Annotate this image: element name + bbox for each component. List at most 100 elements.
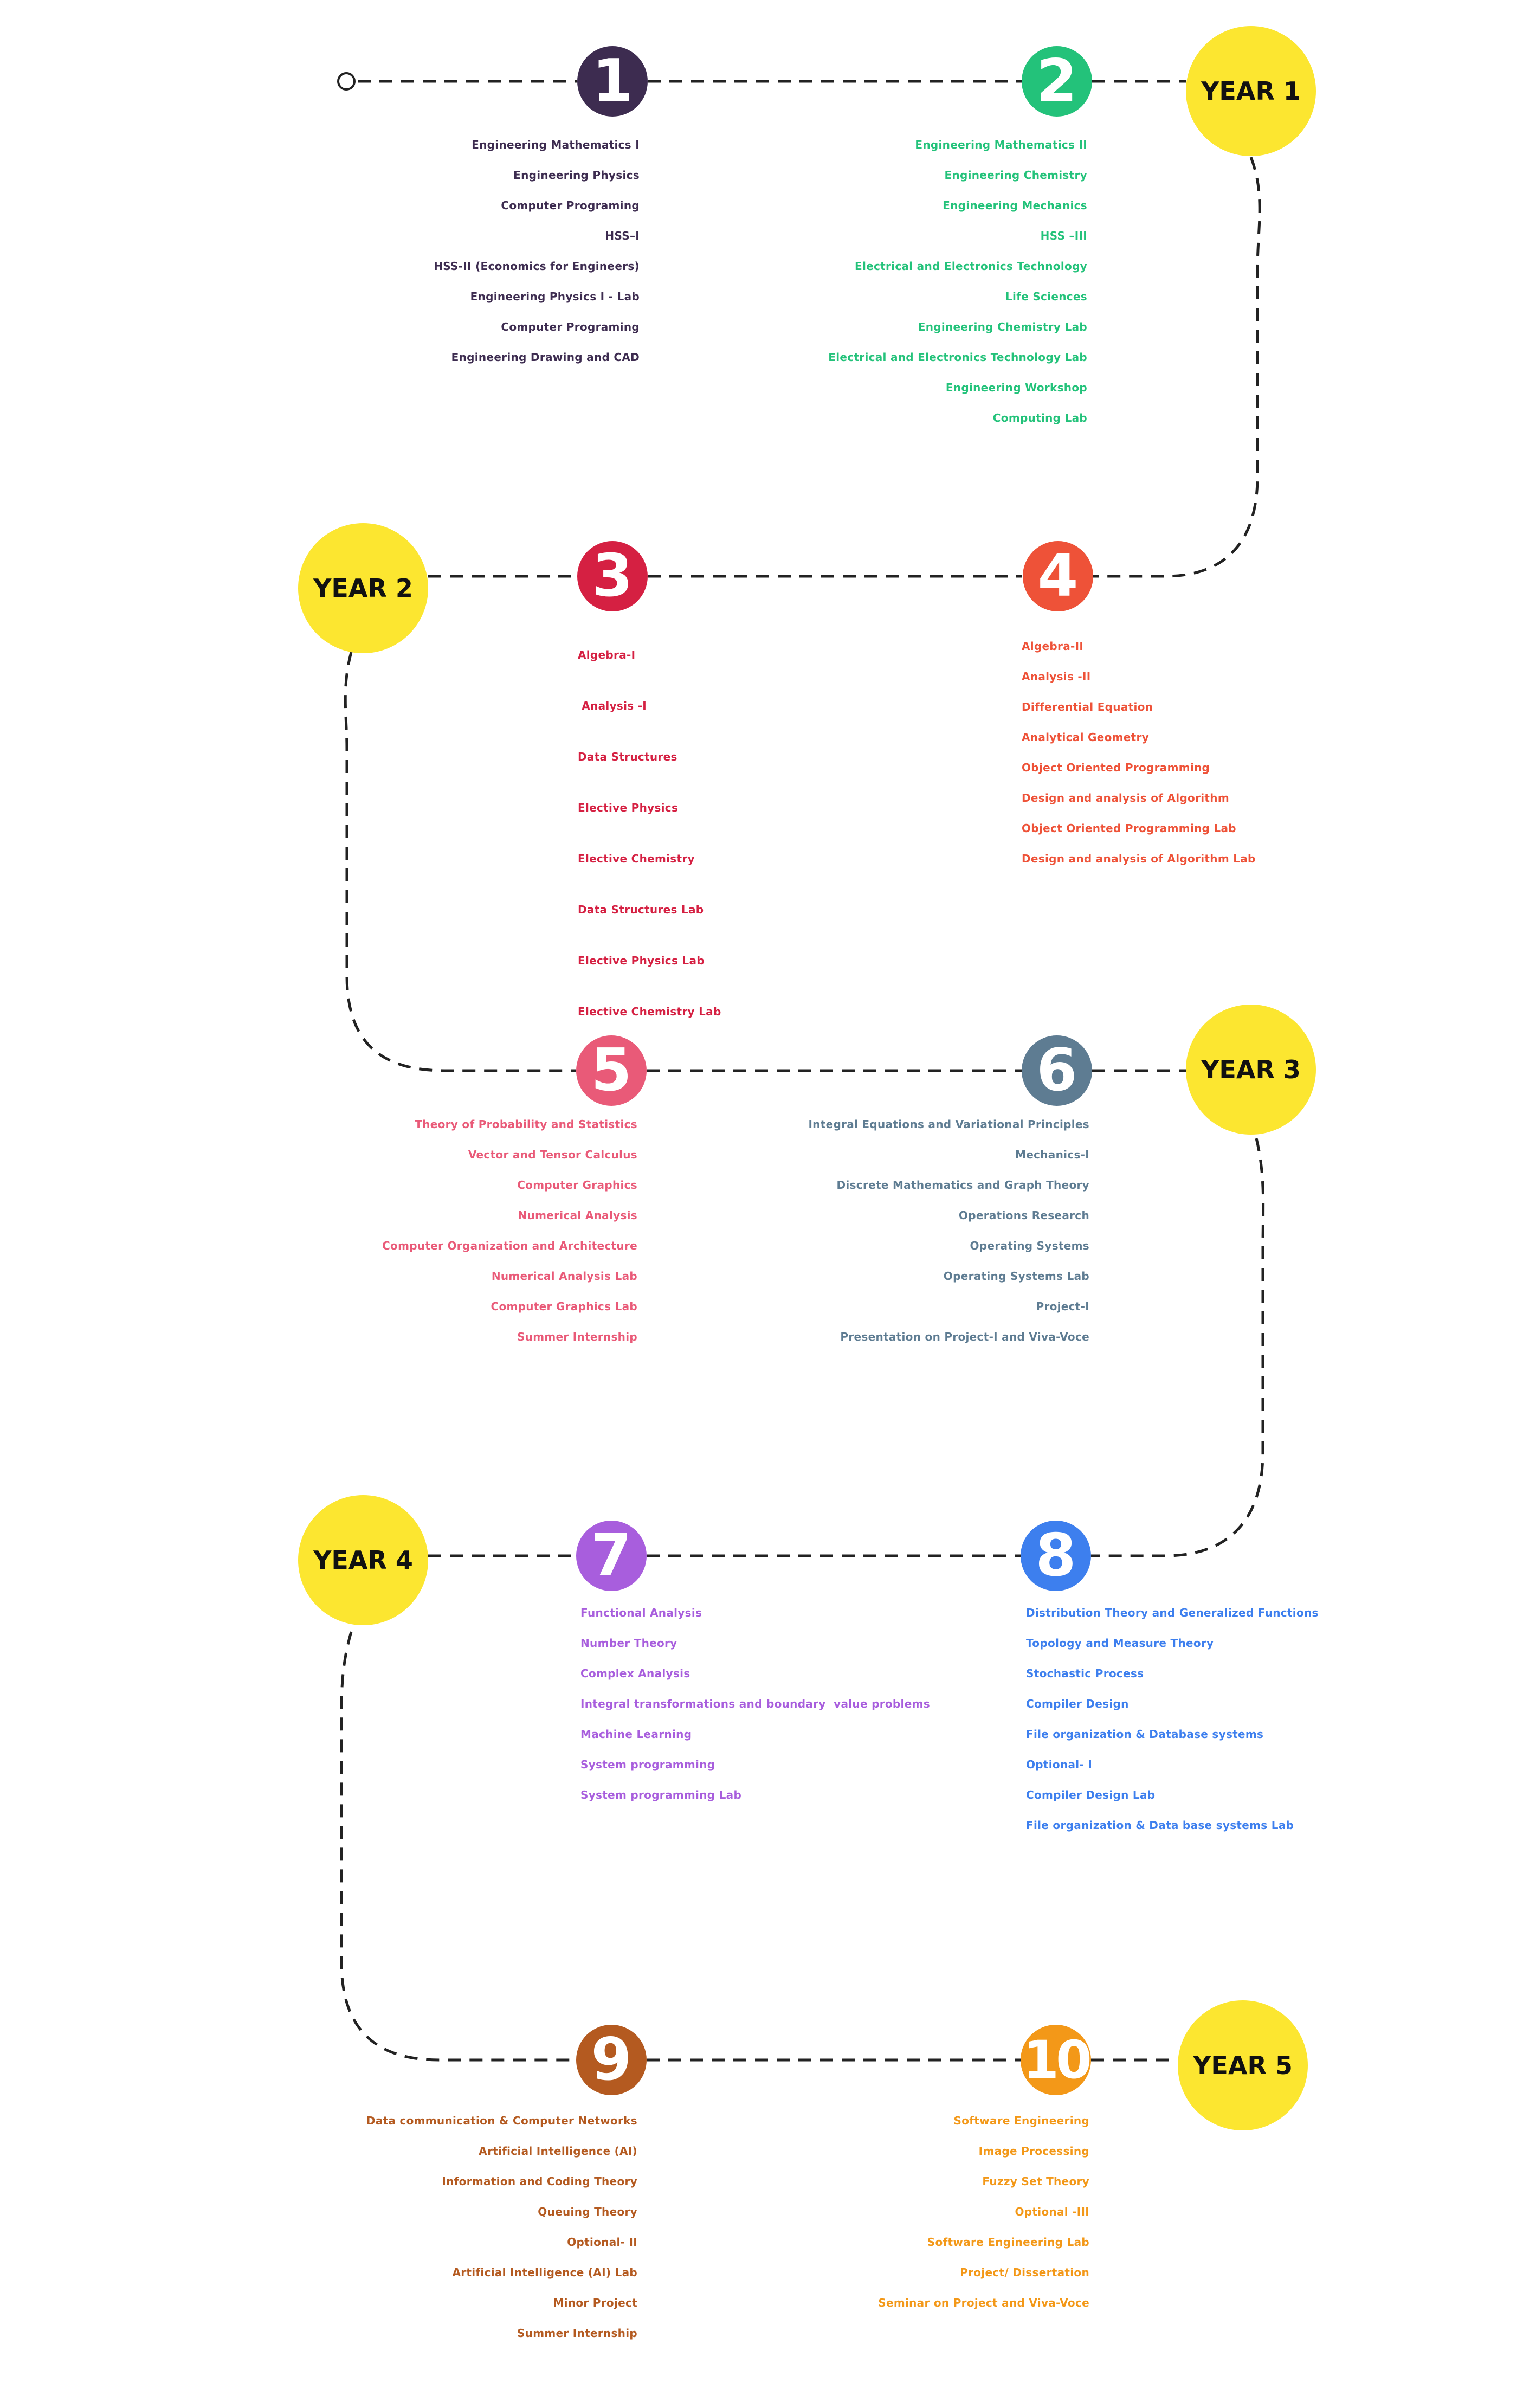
semester-8-subjects: Distribution Theory and Generalized Func… [1026, 1598, 1319, 1840]
subject: Life Sciences [1005, 290, 1087, 303]
subject: Number Theory [580, 1637, 677, 1650]
subject: Software Engineering Lab [927, 2236, 1089, 2249]
subject: Stochastic Process [1026, 1667, 1144, 1680]
subject: Design and analysis of Algorithm Lab [1022, 852, 1256, 865]
semester-4-subjects: Algebra-II Analysis -II Differential Equ… [1022, 631, 1256, 874]
subject: Elective Physics [578, 801, 679, 814]
subject: Computer Graphics [517, 1179, 637, 1192]
subject: File organization & Data base systems La… [1026, 1819, 1294, 1832]
subject: Information and Coding Theory [442, 2175, 637, 2188]
semester-2-badge: 2 [1022, 46, 1092, 117]
subject: Engineering Physics I - Lab [470, 290, 640, 303]
semester-5-subjects: Theory of Probability and Statistics Vec… [382, 1109, 637, 1352]
subject: Software Engineering [953, 2114, 1089, 2127]
subject: Numerical Analysis Lab [491, 1270, 637, 1283]
subject: Data communication & Computer Networks [366, 2114, 637, 2127]
semester-10-badge: 10 [1021, 2025, 1092, 2095]
subject: Algebra-I [578, 648, 636, 661]
subject: Integral transformations and boundary va… [580, 1697, 930, 1710]
subject: Project-I [1036, 1300, 1089, 1313]
subject: Integral Equations and Variational Princ… [808, 1118, 1089, 1131]
semester-3-subjects: Algebra-I Analysis -I Data Structures El… [578, 619, 721, 1037]
subject: Engineering Physics [513, 169, 640, 182]
subject: Operating Systems [970, 1239, 1089, 1252]
subject: Computer Programing [501, 320, 640, 333]
subject: Compiler Design Lab [1026, 1788, 1156, 1801]
subject: Artificial Intelligence (AI) Lab [452, 2266, 637, 2279]
subject: Vector and Tensor Calculus [468, 1148, 637, 1161]
semester-7-subjects: Functional Analysis Number Theory Comple… [580, 1598, 930, 1810]
subject: File organization & Database systems [1026, 1728, 1264, 1741]
subject: Optional- I [1026, 1758, 1093, 1771]
subject: Differential Equation [1022, 700, 1153, 713]
subject: Distribution Theory and Generalized Func… [1026, 1606, 1319, 1619]
subject: Engineering Chemistry [944, 169, 1087, 182]
subject: Computer Organization and Architecture [382, 1239, 637, 1252]
semester-9-subjects: Data communication & Computer Networks A… [366, 2106, 637, 2348]
subject: Artificial Intelligence (AI) [479, 2145, 637, 2158]
subject: Design and analysis of Algorithm [1022, 791, 1229, 804]
subject: HSS–I [605, 229, 640, 242]
subject: Compiler Design [1026, 1697, 1129, 1710]
subject: Topology and Measure Theory [1026, 1637, 1214, 1650]
subject: Data Structures [578, 750, 677, 763]
semester-6-badge: 6 [1022, 1035, 1092, 1106]
subject: Theory of Probability and Statistics [415, 1118, 637, 1131]
subject: Algebra-II [1022, 640, 1084, 653]
subject: Data Structures Lab [578, 903, 704, 916]
start-dot [337, 72, 356, 91]
subject: Elective Physics Lab [578, 954, 705, 967]
subject: Electrical and Electronics Technology La… [828, 351, 1087, 364]
semester-4-badge: 4 [1023, 541, 1093, 611]
subject: Complex Analysis [580, 1667, 690, 1680]
semester-2-subjects: Engineering Mathematics II Engineering C… [828, 130, 1087, 433]
subject: Discrete Mathematics and Graph Theory [836, 1179, 1089, 1192]
subject: Image Processing [978, 2145, 1089, 2158]
year-5-badge: YEAR 5 [1178, 2000, 1308, 2130]
subject: Analytical Geometry [1022, 731, 1149, 744]
subject: Fuzzy Set Theory [982, 2175, 1089, 2188]
subject: Engineering Mathematics II [915, 138, 1087, 151]
semester-9-badge: 9 [576, 2025, 647, 2095]
subject: Computer Graphics Lab [491, 1300, 637, 1313]
subject: Functional Analysis [580, 1606, 702, 1619]
semester-6-subjects: Integral Equations and Variational Princ… [808, 1109, 1089, 1352]
semester-5-badge: 5 [576, 1035, 647, 1106]
semester-1-badge: 1 [577, 46, 648, 117]
subject: Elective Chemistry Lab [578, 1005, 721, 1018]
subject: Analysis -I [578, 699, 647, 712]
subject: Computer Programing [501, 199, 640, 212]
subject: Optional -III [1015, 2205, 1089, 2218]
subject: Engineering Workshop [945, 381, 1087, 394]
semester-8-badge: 8 [1021, 1521, 1091, 1591]
year-1-badge: YEAR 1 [1186, 26, 1316, 156]
subject: Engineering Chemistry Lab [918, 320, 1087, 333]
subject: Numerical Analysis [518, 1209, 637, 1222]
subject: Mechanics-I [1015, 1148, 1089, 1161]
subject: Analysis -II [1022, 670, 1091, 683]
subject: Machine Learning [580, 1728, 692, 1741]
year-2-badge: YEAR 2 [298, 523, 428, 653]
subject: Minor Project [553, 2296, 637, 2309]
subject: Electrical and Electronics Technology [855, 260, 1087, 273]
subject: Presentation on Project-I and Viva-Voce [840, 1330, 1089, 1343]
year-3-badge: YEAR 3 [1186, 1005, 1316, 1135]
subject: System programming Lab [580, 1788, 742, 1801]
subject: Engineering Mathematics I [472, 138, 640, 151]
subject: Object Oriented Programming Lab [1022, 822, 1236, 835]
subject: Project/ Dissertation [960, 2266, 1089, 2279]
subject: Engineering Drawing and CAD [451, 351, 640, 364]
year-4-badge: YEAR 4 [298, 1495, 428, 1625]
subject: Summer Internship [517, 2327, 637, 2340]
semester-7-badge: 7 [576, 1521, 647, 1591]
subject: Queuing Theory [538, 2205, 637, 2218]
subject: Optional- II [567, 2236, 637, 2249]
subject: System programming [580, 1758, 715, 1771]
subject: Computing Lab [992, 411, 1087, 424]
subject: Engineering Mechanics [943, 199, 1087, 212]
semester-3-badge: 3 [577, 541, 648, 611]
semester-1-subjects: Engineering Mathematics I Engineering Ph… [434, 130, 640, 372]
subject: Elective Chemistry [578, 852, 695, 865]
subject: HSS-II (Economics for Engineers) [434, 260, 640, 273]
